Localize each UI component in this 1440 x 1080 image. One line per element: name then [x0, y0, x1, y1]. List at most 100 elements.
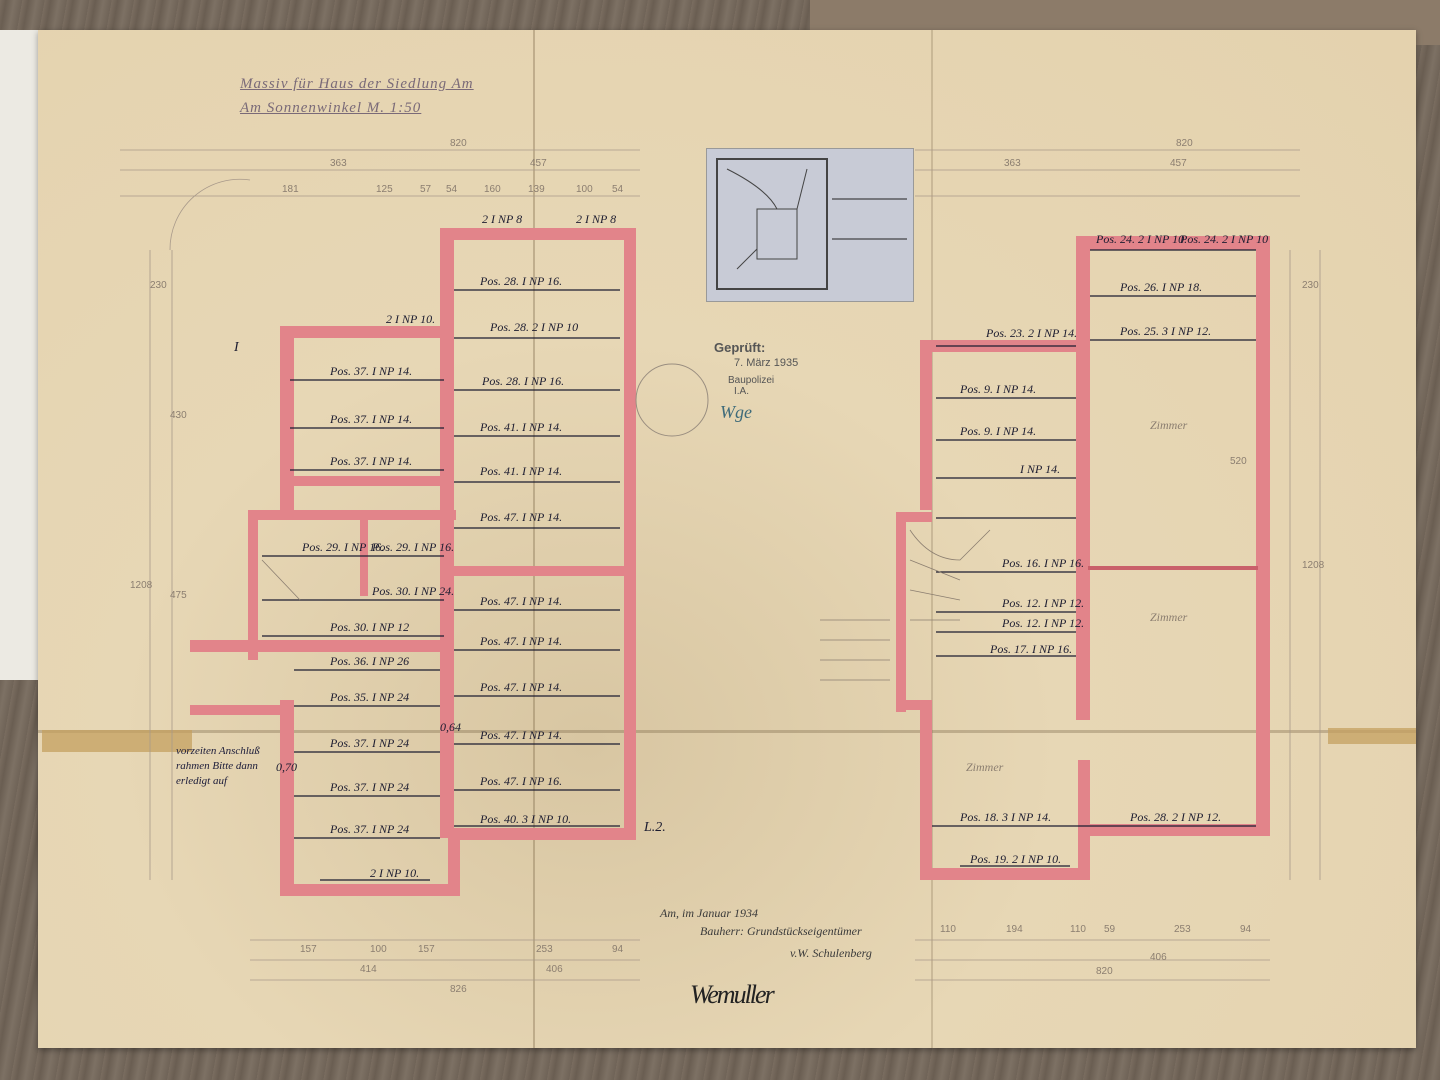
right-label-10: Pos. 12. I NP 12.	[1002, 596, 1085, 610]
left-label-24: Pos. 47. I NP 16.	[480, 774, 563, 788]
left-label-10: Pos. 37. I NP 14.	[330, 454, 413, 468]
dim-left-bottom-4: 94	[612, 944, 624, 955]
dim-right-side-0: 230	[1302, 280, 1319, 291]
dim-left-top-5: 57	[420, 184, 432, 195]
left-label-11: Pos. 41. I NP 14.	[480, 464, 563, 478]
dim-right-bottom-7: 820	[1096, 966, 1113, 977]
left-plan-walls	[190, 228, 636, 896]
bottom-owner-line: Bauherr: Grundstückseigentümer	[700, 924, 862, 938]
left-mark: I	[234, 340, 239, 355]
left-label-13: Pos. 29. I NP 16.	[302, 540, 385, 554]
right-label-9: Pos. 16. I NP 16.	[1002, 556, 1085, 570]
right-label-3: Pos. 26. I NP 18.	[1120, 280, 1203, 294]
room-name-1: Zimmer	[1150, 418, 1188, 432]
left-label-3: Pos. 28. I NP 16.	[480, 274, 563, 288]
fold-line-horizontal	[38, 730, 1416, 733]
bottom-signature: Wemuller	[690, 980, 775, 1009]
right-label-5: Pos. 25. 3 I NP 12.	[1120, 324, 1212, 338]
left-label-1: 2 I NP 8	[482, 212, 523, 226]
left-label-21: Pos. 35. I NP 24	[330, 690, 410, 704]
fold-line-vertical	[533, 30, 535, 1048]
left-label-25: Pos. 37. I NP 24	[330, 780, 410, 794]
left-label-17: Pos. 30. I NP 12	[330, 620, 410, 634]
left-label-2: 2 I NP 8	[576, 212, 617, 226]
right-plan-walls	[896, 236, 1270, 880]
left-label-6: Pos. 37. I NP 14.	[330, 364, 413, 378]
right-label-7: Pos. 9. I NP 14.	[960, 424, 1037, 438]
left-label-26: Pos. 40. 3 I NP 10.	[480, 812, 572, 826]
stair-photo-drawing	[716, 158, 907, 290]
dim-left-top-8: 139	[528, 184, 545, 195]
dim-left-side-0: 230	[150, 280, 167, 291]
right-beam-lines	[932, 249, 1256, 867]
left-label-18: Pos. 47. I NP 14.	[480, 634, 563, 648]
dim-right-top-1: 363	[1004, 158, 1021, 169]
dim-left-bottom-1: 100	[370, 944, 387, 955]
left-label-20: Pos. 47. I NP 14.	[480, 680, 563, 694]
dim-right-bottom-0: 110	[940, 924, 956, 935]
dim-right-bottom-4: 253	[1174, 924, 1191, 935]
stamp-sub: I.A.	[734, 386, 750, 397]
stamp-signature: Wge	[720, 402, 752, 422]
left-label-19: Pos. 36. I NP 26	[330, 654, 410, 668]
bottom-owner-name: v.W. Schulenberg	[790, 946, 872, 960]
left-label-14: Pos. 29. I NP 16.	[372, 540, 455, 554]
room-name-3: Zimmer	[966, 760, 1004, 774]
dim-left-bottom-7: 826	[450, 984, 467, 995]
dim-right-side-1: 520	[1230, 456, 1247, 467]
left-label-9: Pos. 41. I NP 14.	[480, 420, 563, 434]
right-label-1: Pos. 24. 2 I NP 10.	[1096, 232, 1188, 246]
round-stamp	[635, 363, 709, 437]
dim-left-top-0: 820	[450, 138, 467, 149]
stamp-authority: Baupolizei	[728, 375, 775, 386]
pasted-stair-photo	[706, 148, 914, 302]
tape-left	[42, 730, 192, 752]
small-value-1: 0,64	[440, 720, 461, 734]
dim-left-bottom-3: 253	[536, 944, 553, 955]
blueprint-sheet	[38, 30, 1416, 1048]
dim-left-side-2: 475	[170, 590, 187, 601]
right-label-11: Pos. 12. I NP 12.	[1002, 616, 1085, 630]
approval-stamp: Geprüft: 7. März 1935 Baupolizei I.A.	[714, 340, 798, 397]
right-label-8: I NP 14.	[1020, 462, 1061, 476]
margin-note: vorzeiten Anschluß rahmen Bitte dann erl…	[176, 745, 260, 787]
title-line-1: Massiv für Haus der Siedlung Am	[240, 76, 474, 92]
dim-right-top-0: 820	[1176, 138, 1193, 149]
left-label-7: Pos. 28. I NP 16.	[482, 374, 565, 388]
page-marker: L.2.	[644, 820, 666, 835]
left-label-4: 2 I NP 10.	[386, 312, 436, 326]
left-label-16: Pos. 47. I NP 14.	[480, 594, 563, 608]
right-label-2: Pos. 24. 2 I NP 10	[1180, 232, 1269, 246]
dim-right-bottom-3: 59	[1104, 924, 1116, 935]
dim-left-side-3: 1208	[130, 580, 153, 591]
left-label-22: Pos. 47. I NP 14.	[480, 728, 563, 742]
stamp-date: 7. März 1935	[734, 357, 799, 369]
dim-left-top-9: 100	[576, 184, 593, 195]
right-label-13: Pos. 18. 3 I NP 14.	[960, 810, 1052, 824]
tape-right	[1328, 728, 1416, 744]
right-label-6: Pos. 9. I NP 14.	[960, 382, 1037, 396]
dim-left-bottom-6: 406	[546, 964, 563, 975]
stairs	[261, 529, 991, 681]
left-label-23: Pos. 37. I NP 24	[330, 736, 410, 750]
dim-left-top-3: 181	[282, 184, 299, 195]
dim-left-top-10: 54	[612, 184, 624, 195]
dim-right-side-2: 1208	[1302, 560, 1325, 571]
left-label-5: Pos. 28. 2 I NP 10	[490, 320, 579, 334]
left-label-8: Pos. 37. I NP 14.	[330, 412, 413, 426]
dim-left-bottom-5: 414	[360, 964, 377, 975]
left-label-28: 2 I NP 10.	[370, 866, 420, 880]
bottom-place-date: Am, im Januar 1934	[660, 906, 758, 920]
dim-right-bottom-5: 94	[1240, 924, 1252, 935]
left-beam-lines	[262, 289, 620, 881]
left-label-12: Pos. 47. I NP 14.	[480, 510, 563, 524]
dim-left-top-2: 457	[530, 158, 547, 169]
fold-line-vertical-2	[931, 30, 933, 1048]
dim-left-bottom-0: 157	[300, 944, 317, 955]
dim-left-side-1: 430	[170, 410, 187, 421]
stamp-heading: Geprüft:	[714, 340, 766, 355]
dim-right-bottom-2: 110	[1070, 924, 1086, 935]
right-label-12: Pos. 17. I NP 16.	[990, 642, 1073, 656]
dim-left-top-4: 125	[376, 184, 393, 195]
